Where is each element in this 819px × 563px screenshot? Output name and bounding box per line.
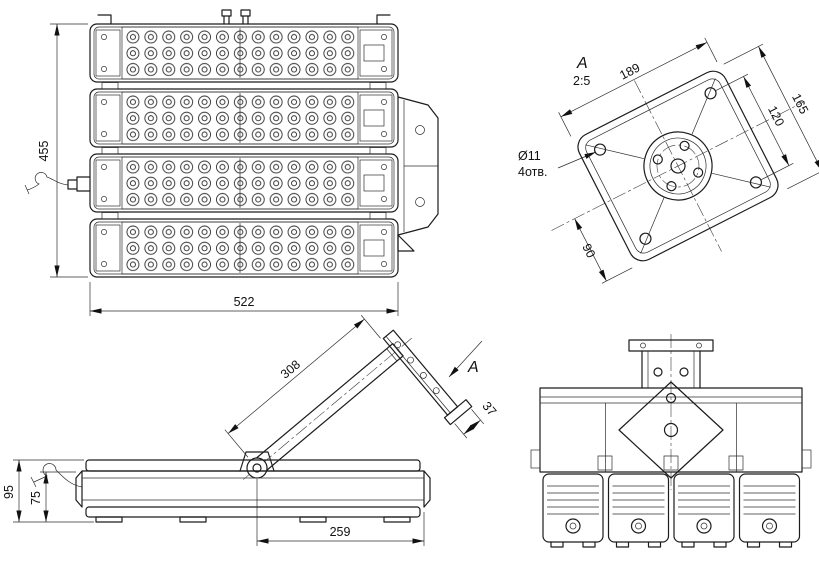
dim-arm-length: 308 — [278, 357, 303, 381]
rear-side-tab — [530, 449, 541, 469]
plate-hole — [420, 372, 427, 379]
bracket-bolt — [679, 367, 689, 377]
front-dimensions: 455 522 — [37, 23, 399, 316]
plate-hole — [394, 341, 402, 349]
detail-view-label: A — [576, 55, 588, 72]
holes-note-leader — [557, 151, 597, 169]
cable-wire — [24, 172, 69, 195]
arm-edges — [254, 348, 398, 472]
plate-foot — [443, 399, 473, 426]
plate-hole — [432, 387, 440, 395]
dim90-ext-lines — [601, 267, 633, 284]
pivot-flange-inner — [649, 137, 707, 195]
arm-mounting-plate — [382, 329, 459, 416]
corner-hole — [749, 176, 763, 189]
pivot-knuckle — [246, 457, 268, 479]
corner-hole — [639, 232, 652, 245]
detail-view-a: 189 120 165 90 — [551, 37, 819, 284]
bracket-gusset — [397, 234, 415, 252]
plate-centerlines — [551, 80, 805, 252]
rear-module-3 — [673, 473, 735, 548]
side-cable-wire — [30, 463, 83, 488]
dim95-ext-lines — [13, 459, 94, 523]
rear-body — [539, 387, 803, 473]
rear-side-tab — [801, 449, 812, 469]
rear-bracket-top-bar — [628, 339, 714, 352]
dim-total-height: 95 — [2, 485, 16, 499]
pivot-bolt — [252, 463, 262, 473]
dim-body-height: 75 — [29, 491, 43, 505]
detail-view-scale: 2:5 — [573, 74, 590, 88]
pivot-flange-outer — [643, 131, 713, 201]
mounting-arm: 308 37 — [224, 315, 499, 480]
dim-plate-offset: 37 — [479, 399, 499, 419]
diamond-center-boss — [663, 422, 679, 438]
dim-front-width: 522 — [234, 295, 255, 309]
dim37-ext-lines — [454, 409, 485, 439]
dim-plate-width: 189 — [617, 61, 642, 83]
module-tie-plates — [101, 82, 387, 220]
bracket-hole — [415, 125, 425, 135]
body-bottom-rail — [85, 506, 421, 518]
rear-bracket-plate-edges — [647, 351, 695, 388]
rear-connector-blocks — [597, 455, 744, 471]
dim308-ext-lines — [224, 315, 381, 458]
rear-module-1 — [542, 473, 604, 548]
side-view: 308 37 A 95 75 259 — [2, 315, 499, 546]
rear-view — [530, 334, 812, 548]
corner-hole — [593, 143, 607, 156]
plate-hole — [407, 356, 414, 364]
led-module-3 — [89, 153, 399, 213]
dim90-line — [574, 218, 607, 282]
rear-plate-diamond — [618, 381, 724, 479]
bracket-bolt — [653, 367, 663, 377]
corner-hole — [704, 87, 717, 100]
dim-hole-pitch-h: 90 — [579, 241, 598, 260]
led-module-2 — [89, 88, 399, 148]
flange-hole — [679, 140, 690, 151]
front-view — [24, 9, 439, 278]
rear-module-4 — [738, 473, 801, 548]
holes-note-count: 4отв. — [518, 165, 547, 179]
dim165-line — [758, 46, 819, 172]
cable-gland — [67, 176, 91, 192]
dim-pivot-to-end: 259 — [330, 525, 351, 539]
bracket-hole — [415, 197, 425, 207]
dim120-ext-lines — [715, 73, 794, 180]
pivot-center-hole — [670, 158, 686, 174]
flange-hole — [693, 167, 704, 178]
led-module-4 — [89, 218, 399, 278]
flange-hole — [652, 154, 663, 165]
body-side-profile — [75, 470, 431, 508]
mounting-bracket-front-edges — [403, 100, 438, 232]
led-module-1 — [89, 23, 399, 83]
flange-hole — [666, 181, 677, 192]
dim-front-height: 455 — [37, 141, 51, 162]
dim189-ext-lines — [558, 37, 718, 137]
dim308-line — [227, 318, 365, 434]
bracket-bolt — [696, 342, 702, 349]
bracket-bolt — [640, 342, 646, 349]
dim37-line — [463, 419, 481, 435]
body-inner-lines — [82, 477, 424, 501]
dim259-ext-lines — [256, 479, 425, 546]
rear-module-2 — [607, 473, 670, 548]
plate-edge — [385, 336, 451, 414]
holes-note-diameter: Ø11 — [518, 149, 541, 163]
height-ext-lines — [50, 23, 88, 278]
rear-bracket-plates — [641, 350, 701, 389]
view-a-arrow-label: A — [467, 359, 479, 376]
dim189-line — [560, 42, 708, 118]
arm-centerline — [243, 337, 412, 480]
dim165-ext-lines — [723, 43, 819, 190]
hinge-bracket — [239, 451, 275, 472]
top-fasteners — [97, 9, 391, 25]
body-feet — [95, 516, 411, 523]
diamond-bolt — [665, 392, 677, 404]
view-a-arrow — [448, 340, 483, 378]
